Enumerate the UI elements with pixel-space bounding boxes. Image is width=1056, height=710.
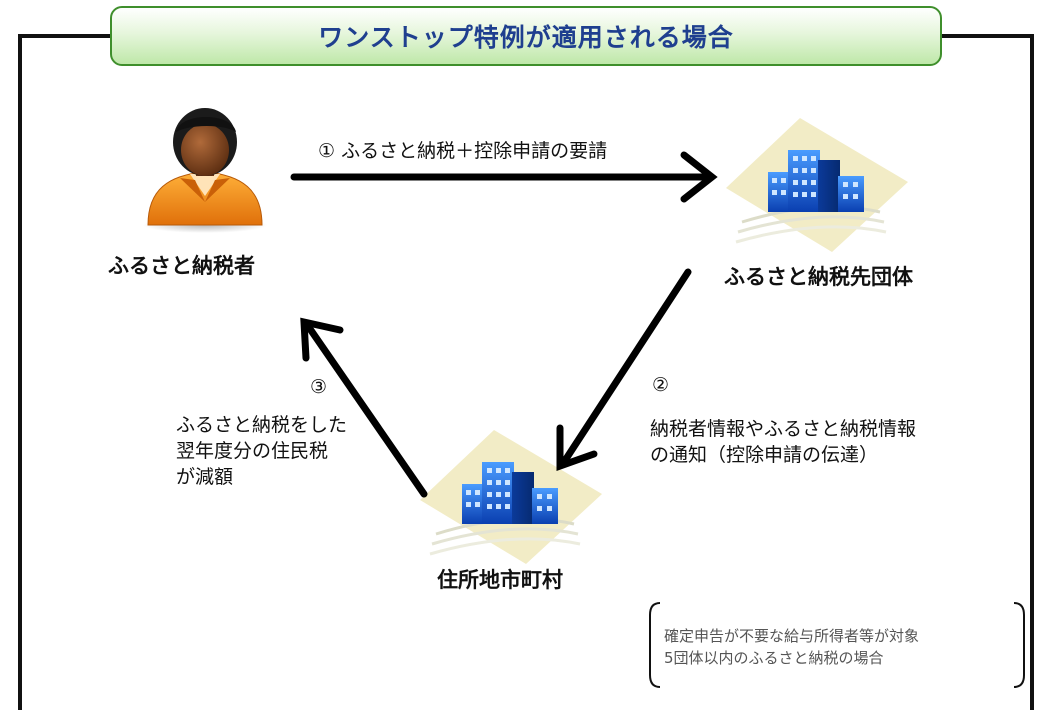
person-icon	[143, 108, 267, 233]
node-label-municipality: 住所地市町村	[437, 568, 563, 592]
step3-line3: が減額	[176, 466, 234, 488]
step3-number: ③	[310, 376, 328, 398]
note-line1: 確定申告が不要な給与所得者等が対象	[664, 627, 920, 645]
step3-line2: 翌年度分の住民税	[176, 440, 329, 462]
building-icon	[420, 430, 602, 564]
note-text: 確定申告が不要な給与所得者等が対象 5団体以内のふるさと納税の場合	[664, 625, 919, 669]
arrow-step3	[300, 317, 428, 498]
arrow-step2	[556, 268, 692, 471]
arrow-step1	[290, 151, 718, 203]
step3-line1: ふるさと納税をした	[176, 414, 348, 436]
note-line2: 5団体以内のふるさと納税の場合	[664, 649, 884, 667]
node-label-destination: ふるさと納税先団体	[724, 265, 913, 289]
note-bracket-left	[649, 602, 661, 688]
note-bracket-right	[1013, 602, 1025, 688]
step1-label: ① ふるさと納税＋控除申請の要請	[318, 140, 608, 162]
step2-line2: の通知（控除申請の伝達）	[650, 444, 879, 466]
page-title: ワンストップ特例が適用される場合	[318, 23, 734, 52]
building-icon	[726, 118, 908, 252]
step2-number: ②	[652, 374, 670, 396]
title-banner: ワンストップ特例が適用される場合	[110, 6, 942, 66]
step2-line1: 納税者情報やふるさと納税情報	[650, 418, 917, 440]
node-label-taxpayer: ふるさと納税者	[108, 254, 255, 278]
frame-border	[18, 34, 1034, 710]
